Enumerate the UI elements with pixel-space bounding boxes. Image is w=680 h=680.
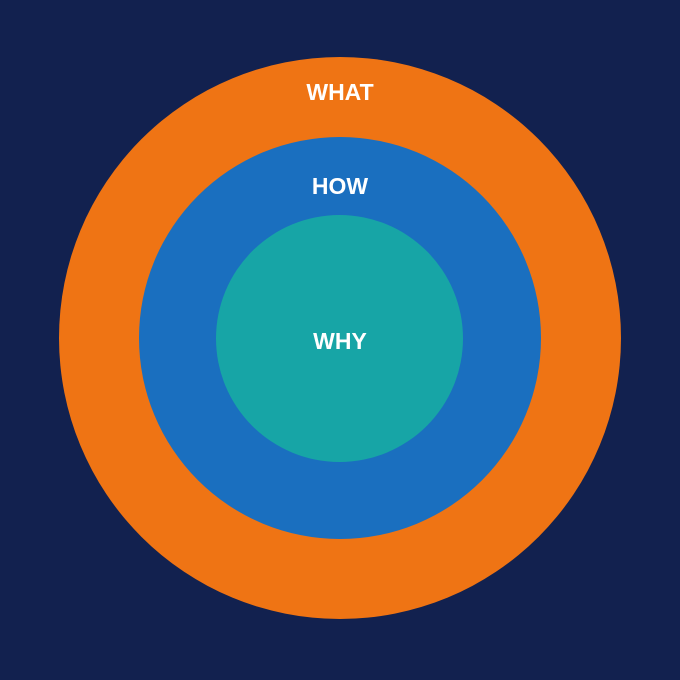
how-label: HOW: [311, 173, 369, 199]
what-label: WHAT: [306, 79, 374, 105]
why-circle: [216, 215, 463, 462]
why-label: WHY: [313, 328, 367, 354]
